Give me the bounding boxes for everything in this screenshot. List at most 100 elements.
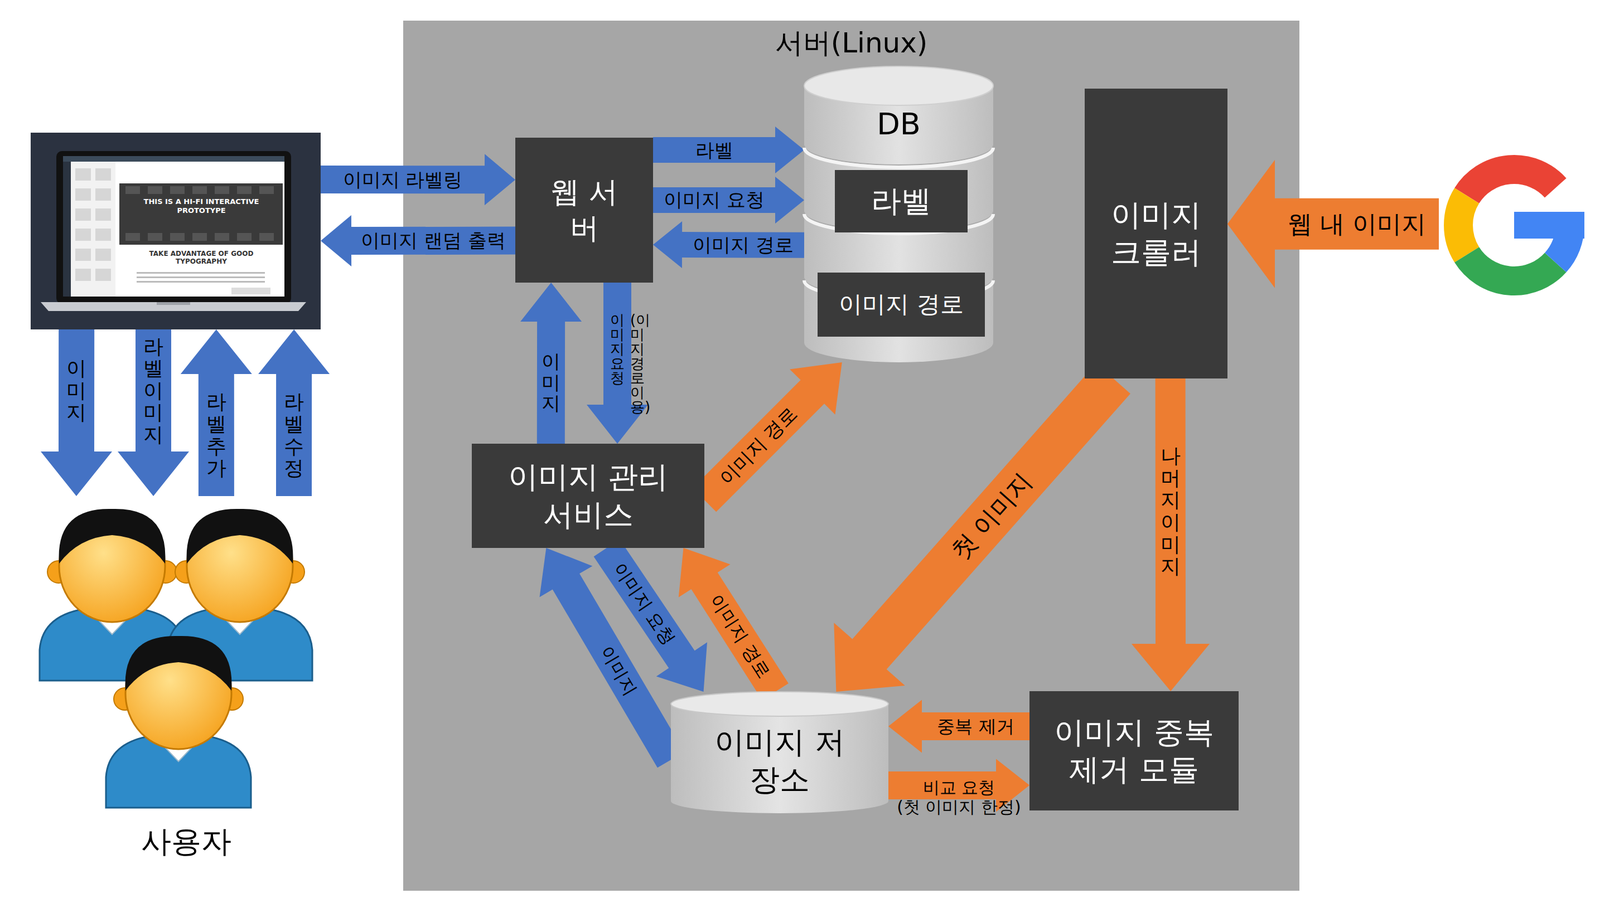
- fat-arrow: [653, 221, 805, 269]
- logo-arc: [1466, 254, 1556, 282]
- hero-window: [147, 233, 163, 241]
- box-label: 이미지 경로: [838, 289, 964, 320]
- fat-arrow: [180, 329, 253, 497]
- edge-label: 이미지 요청 (이미지 경로 이용): [610, 312, 645, 415]
- hero-window: [147, 186, 163, 195]
- label-line: 이미지 라벨링: [342, 168, 463, 191]
- edge-label: 웹 내 이미지: [1287, 210, 1427, 239]
- laptop-lid: [56, 151, 292, 304]
- dedup-module-box: 이미지 중복 제거 모듈: [1029, 691, 1239, 811]
- hero-window: [237, 233, 252, 241]
- edge-label-slot: 이미지 요청 (이미지 경로 이용): [610, 312, 645, 415]
- node-label: DB: [804, 106, 994, 143]
- label-line: (첫 이미지 한정): [896, 798, 1021, 818]
- hero-window: [237, 186, 252, 195]
- fat-arrow: [653, 126, 805, 174]
- image-service-box: 이미지 관리 서비스: [471, 443, 705, 549]
- fat-arrow: [539, 548, 685, 768]
- panel-item: [95, 248, 111, 261]
- node-label: 사용자: [45, 824, 327, 861]
- edge-label-slot: 라벨 수정: [283, 390, 304, 480]
- edge-label: 라벨 수정: [283, 390, 304, 480]
- web-server-box: 웹 서버: [515, 137, 654, 283]
- edge-label-slot: 중복 제거: [936, 716, 1014, 738]
- logo-bar: [1514, 211, 1585, 239]
- label-line: 이미지 경로: [692, 234, 794, 256]
- fat-arrow: [586, 282, 649, 444]
- edge-label: 중복 제거: [936, 716, 1014, 738]
- panel-item: [75, 188, 91, 201]
- edge-label-slot: 나머지 이미지: [1160, 445, 1181, 578]
- panel-item: [95, 188, 111, 201]
- edge-label-slot: 라벨 이미지: [143, 335, 164, 447]
- edge-label-slot: 이미지: [66, 357, 87, 424]
- app-rail: [63, 161, 71, 297]
- edge-label-slot: 이미지 라벨링: [342, 168, 463, 191]
- edge-label-slot: 이미지: [541, 351, 561, 414]
- label-line: 이미지 랜덤 출력: [360, 229, 506, 252]
- panel-item: [75, 268, 91, 282]
- text-slot: TAKE ADVANTAGE OF GOOD TYPOGRAPHY: [122, 249, 280, 267]
- hero-window: [259, 186, 274, 195]
- panel-item: [75, 248, 91, 261]
- fat-arrow: [833, 363, 1131, 693]
- person-hair: [125, 636, 232, 691]
- label-column: 나머지 이미지: [1160, 445, 1181, 578]
- box-label: 이미지 크롤러: [1100, 196, 1212, 272]
- fat-arrow: [40, 329, 113, 497]
- edge-label-slot: 라벨: [695, 139, 734, 162]
- laptop-notch: [156, 302, 191, 306]
- edge-label: 비교 요청 (첫 이미지 한정): [896, 778, 1021, 818]
- footer-box: [231, 287, 271, 295]
- database-cylinder: DB라벨이미지 경로: [804, 66, 994, 363]
- fat-arrow: [692, 362, 843, 512]
- fat-arrow: [1227, 160, 1439, 289]
- label-column: 이미지 요청: [610, 312, 625, 386]
- box-label: 이미지 관리 서비스: [496, 458, 681, 534]
- panel-item: [75, 228, 91, 241]
- edge-label: 이미지 라벨링: [342, 168, 463, 191]
- laptop-screen: THIS IS A HI-FI INTERACTIVE PROTOTYPETAK…: [30, 132, 321, 330]
- hero-window: [192, 186, 207, 195]
- edge-label: 라벨: [695, 139, 734, 162]
- edge-label: 이미지: [541, 351, 561, 414]
- node-label: 서버(Linux): [403, 26, 1300, 60]
- fat-arrow: [320, 153, 516, 206]
- image-path-table-box: 이미지 경로: [817, 272, 985, 337]
- edge-label: 이미지 요청: [663, 189, 765, 211]
- laptop-display: [63, 156, 285, 297]
- panel-item: [95, 268, 111, 282]
- users-figure: 사용자: [45, 496, 327, 868]
- hero-window: [170, 233, 185, 241]
- hero-window: [125, 233, 140, 241]
- panel-item: [95, 208, 111, 221]
- text-slot: 서버(Linux): [403, 26, 1300, 60]
- edge-label-slot: 비교 요청 (첫 이미지 한정): [896, 778, 1021, 818]
- text-slot: DB: [804, 106, 994, 143]
- node-label: TAKE ADVANTAGE OF GOOD TYPOGRAPHY: [122, 249, 280, 267]
- image-storage-cylinder: 이미지 저장소: [670, 692, 889, 814]
- fat-arrow: [258, 329, 330, 497]
- app-toolbar: [63, 156, 285, 162]
- users-illustration: [45, 496, 327, 868]
- edge-label: 이미지 경로: [692, 234, 794, 256]
- edge-label-slot: 이미지 요청: [663, 189, 765, 211]
- person-hair: [186, 509, 294, 564]
- edge-label-slot: 웹 내 이미지: [1287, 210, 1427, 239]
- label-line: 웹 내 이미지: [1287, 210, 1427, 239]
- edge-label: 이미지 랜덤 출력: [360, 229, 506, 252]
- panel-item: [75, 168, 91, 181]
- box-label: 웹 서버: [548, 173, 621, 247]
- label-column: 라벨 수정: [283, 390, 304, 480]
- image-crawler-box: 이미지 크롤러: [1084, 88, 1228, 379]
- laptop-base: [40, 302, 307, 312]
- label-line: 이미지 요청: [663, 189, 765, 211]
- box-label: 이미지 중복 제거 모듈: [1045, 713, 1224, 790]
- body-text-line: [136, 281, 265, 283]
- laptop-illustration: [30, 132, 321, 330]
- cylinder-body: [670, 704, 889, 814]
- label-column: (이미지 경로 이용): [630, 312, 645, 415]
- hero-image: [119, 183, 283, 245]
- label-line: 비교 요청: [896, 778, 1021, 799]
- edge-label: 라벨 추가: [206, 390, 227, 480]
